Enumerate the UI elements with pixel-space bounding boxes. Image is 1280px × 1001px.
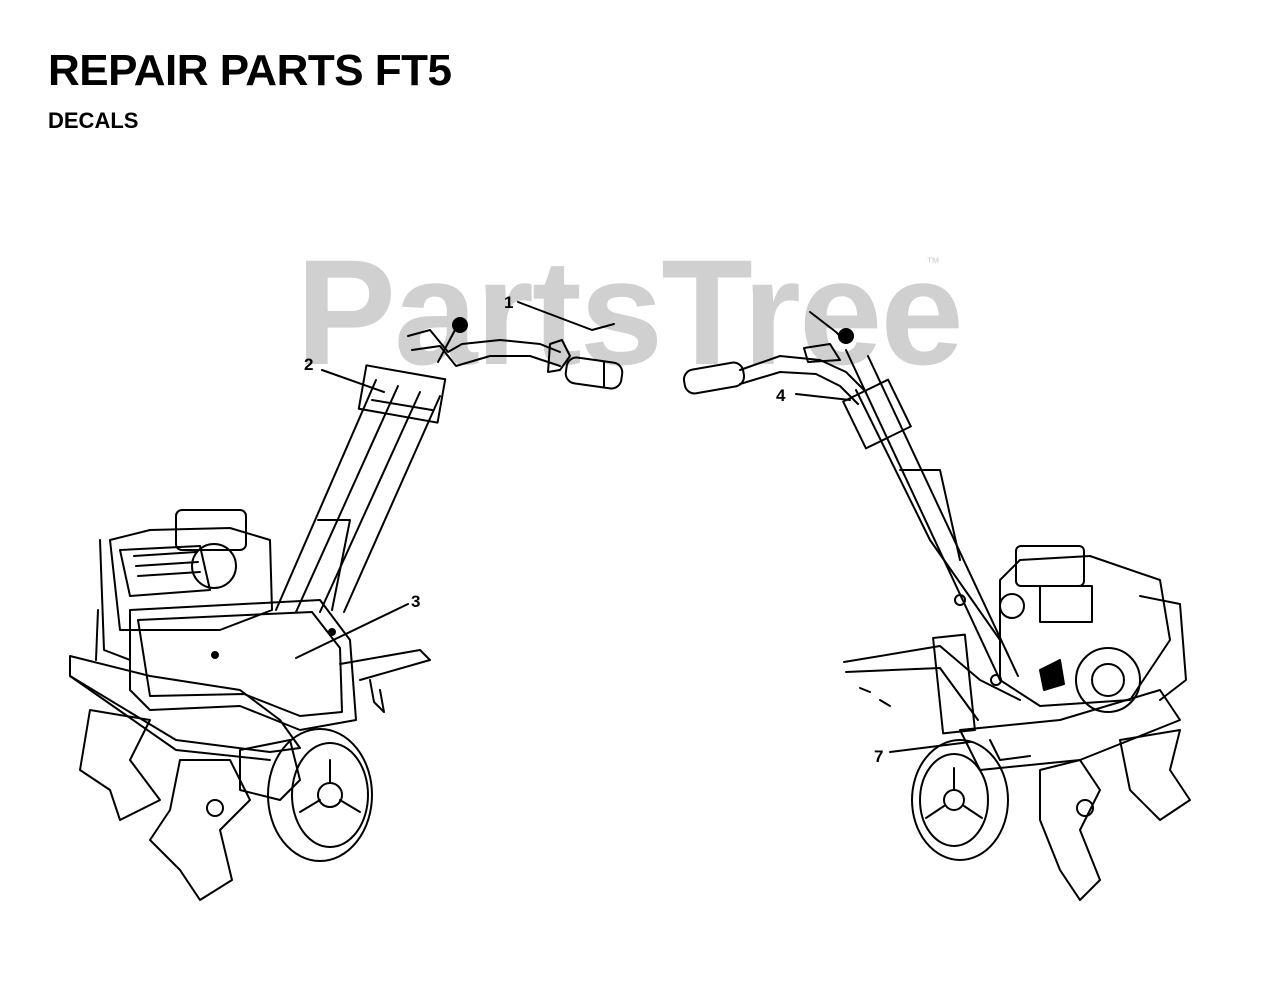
left-tiller-illustration <box>69 301 624 901</box>
callout-1: 1 <box>504 293 513 312</box>
callout-4: 4 <box>776 386 786 405</box>
callout-7: 7 <box>874 747 883 766</box>
callout-3: 3 <box>411 592 420 611</box>
page-subtitle: DECALS <box>48 108 139 133</box>
page-title: REPAIR PARTS FT5 <box>48 46 452 95</box>
right-tiller-illustration <box>682 311 1191 901</box>
callout-2: 2 <box>304 355 313 374</box>
watermark-logo: PartsTree <box>296 228 964 396</box>
watermark-trademark: ™ <box>926 254 940 270</box>
